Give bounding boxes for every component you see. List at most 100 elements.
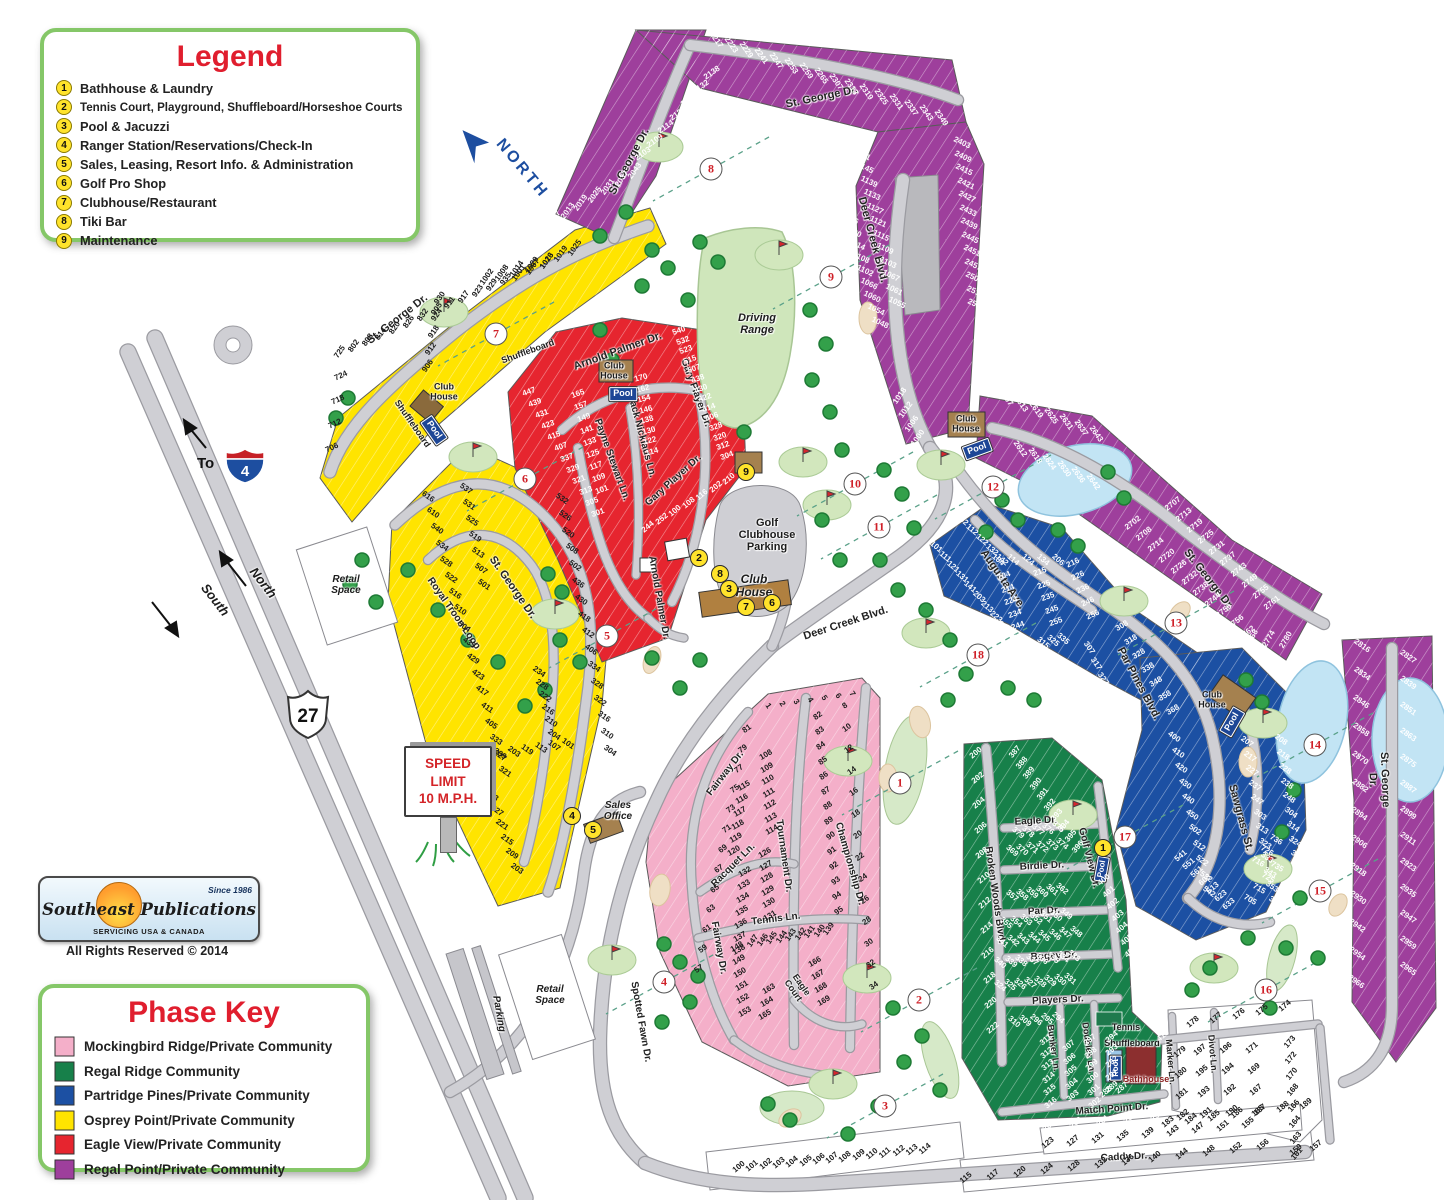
lot-number: 439 xyxy=(527,396,543,410)
lot-number: 726 xyxy=(1259,843,1276,858)
tree-icon xyxy=(942,632,958,648)
lot-number: 1061 xyxy=(884,281,905,297)
lot-number: 256 xyxy=(1084,607,1101,622)
lot-number: 1157 xyxy=(849,132,869,149)
lot-number: 401 xyxy=(1100,883,1117,900)
lot-number: 186 xyxy=(1228,1104,1245,1121)
lot-number: 2607 xyxy=(997,387,1016,408)
lot-number: 440 xyxy=(1180,791,1197,807)
road xyxy=(947,457,1225,903)
lot-number: 1115 xyxy=(872,227,892,243)
lot-number: 125 xyxy=(585,447,601,461)
lot-number: 14 xyxy=(845,763,858,777)
lot-number: 2637 xyxy=(1072,417,1091,438)
flag-icon xyxy=(1123,586,1134,601)
tree-icon xyxy=(1286,782,1302,798)
map-label: Players Dr. xyxy=(1031,993,1085,1007)
osprey-clubhouse xyxy=(409,389,445,424)
lot-number: 146 xyxy=(637,402,653,416)
lot-number: 139 xyxy=(821,920,837,937)
lot-number: 135 xyxy=(733,903,750,918)
lot-number: 310 xyxy=(599,726,616,742)
lot-number: 151 xyxy=(1214,1117,1231,1133)
lot-number: 516 xyxy=(447,586,464,602)
tree-icon xyxy=(832,552,848,568)
lot-number: 171 xyxy=(1243,1039,1260,1056)
cart-path-dashed xyxy=(1256,712,1374,778)
lot-number: 226 xyxy=(1069,568,1086,583)
lot-number: 185 xyxy=(1205,1107,1222,1124)
map-label: Divot Ln. xyxy=(1206,1034,1220,1074)
lot-number: 141 xyxy=(962,578,979,595)
lot-number: 331 xyxy=(1062,970,1079,987)
lot-number: 243 xyxy=(1004,628,1021,645)
lot-number: 400 xyxy=(1166,729,1183,745)
lot-number: 1151 xyxy=(852,146,873,162)
lot-number: 152 xyxy=(1227,1139,1244,1156)
lot-number: 1055 xyxy=(887,294,908,311)
lot-number: 551 xyxy=(1180,855,1197,872)
lot-number: 195 xyxy=(1193,1062,1210,1079)
lot-number: 299 xyxy=(1083,1056,1100,1073)
lot-number: 2798 xyxy=(1328,632,1345,653)
lot-number: 2714 xyxy=(1145,535,1166,554)
road xyxy=(685,40,963,105)
road xyxy=(790,996,866,1031)
map-label: Caddy Dr. xyxy=(1100,1150,1148,1164)
lot-number: 1132 xyxy=(836,197,856,214)
speed-limit-sign: SPEED LIMIT 10 M.P.H. xyxy=(404,746,492,853)
lot-number: 303 xyxy=(1251,806,1268,822)
lot-number: 214 xyxy=(978,919,995,936)
flag-icon xyxy=(443,297,454,312)
map-label: Bogey Dr. xyxy=(1030,949,1078,963)
bunker xyxy=(649,873,671,907)
lot-number: 2631 xyxy=(1057,411,1076,432)
map-label: Pool xyxy=(1093,855,1111,883)
lot-number: 148 xyxy=(728,939,745,954)
road xyxy=(1091,1001,1101,1097)
lot-number: 502 xyxy=(567,558,584,574)
flag-icon xyxy=(778,240,789,255)
tree-icon xyxy=(978,524,994,540)
lot-number: 370 xyxy=(1014,841,1031,857)
lot-number: 204 xyxy=(970,794,987,811)
lot-number: 140 xyxy=(1146,1148,1163,1165)
amenity-marker-9: 9 xyxy=(737,463,755,481)
lot-number: 113 xyxy=(903,1142,920,1158)
tree-icon xyxy=(1278,940,1294,956)
lot-number: 508 xyxy=(563,541,580,557)
svg-text:4: 4 xyxy=(241,463,250,480)
lot-number: 349 xyxy=(1058,905,1075,922)
map-label: Eagle Dr. xyxy=(1014,814,1058,828)
lot-number: 346 xyxy=(1046,926,1063,942)
regal-point-clubhouse xyxy=(947,411,986,438)
lot-number: 368 xyxy=(1164,702,1181,717)
map-label: Tennis Ln. xyxy=(750,910,802,928)
lot-number: 135 xyxy=(1114,1127,1131,1143)
lot-number: 228 xyxy=(534,676,551,692)
lot-number: 22 xyxy=(853,849,867,863)
lot-number: 321 xyxy=(496,764,513,780)
lot-number: 352 xyxy=(1028,910,1045,926)
tree-icon xyxy=(1070,538,1086,554)
lot-number: 407 xyxy=(552,440,569,454)
lot-number: 2839 xyxy=(1398,673,1419,692)
tree-icon xyxy=(1000,680,1016,696)
lot-number: 2337 xyxy=(902,97,921,118)
lot-number: 526 xyxy=(557,507,574,523)
lot-number: 84 xyxy=(814,739,828,752)
map-label: Pool xyxy=(1109,1055,1123,1081)
lot-number: 542 xyxy=(1201,884,1218,900)
lot-number: 303 xyxy=(1064,1087,1081,1104)
flag-icon xyxy=(1267,854,1278,869)
lot-number: 166 xyxy=(1285,1097,1302,1114)
lot-number: 252 xyxy=(653,510,670,527)
flag-icon xyxy=(925,618,936,633)
lot-number: 1002 xyxy=(477,266,496,287)
lot-number: 116 xyxy=(693,487,710,503)
lot-number: 334 xyxy=(1289,848,1306,864)
lot-number: 142 xyxy=(994,551,1011,568)
lot-number: 351 xyxy=(1038,908,1055,925)
lot-number: 34 xyxy=(867,978,880,992)
lot-number: 161 xyxy=(1288,1145,1305,1162)
